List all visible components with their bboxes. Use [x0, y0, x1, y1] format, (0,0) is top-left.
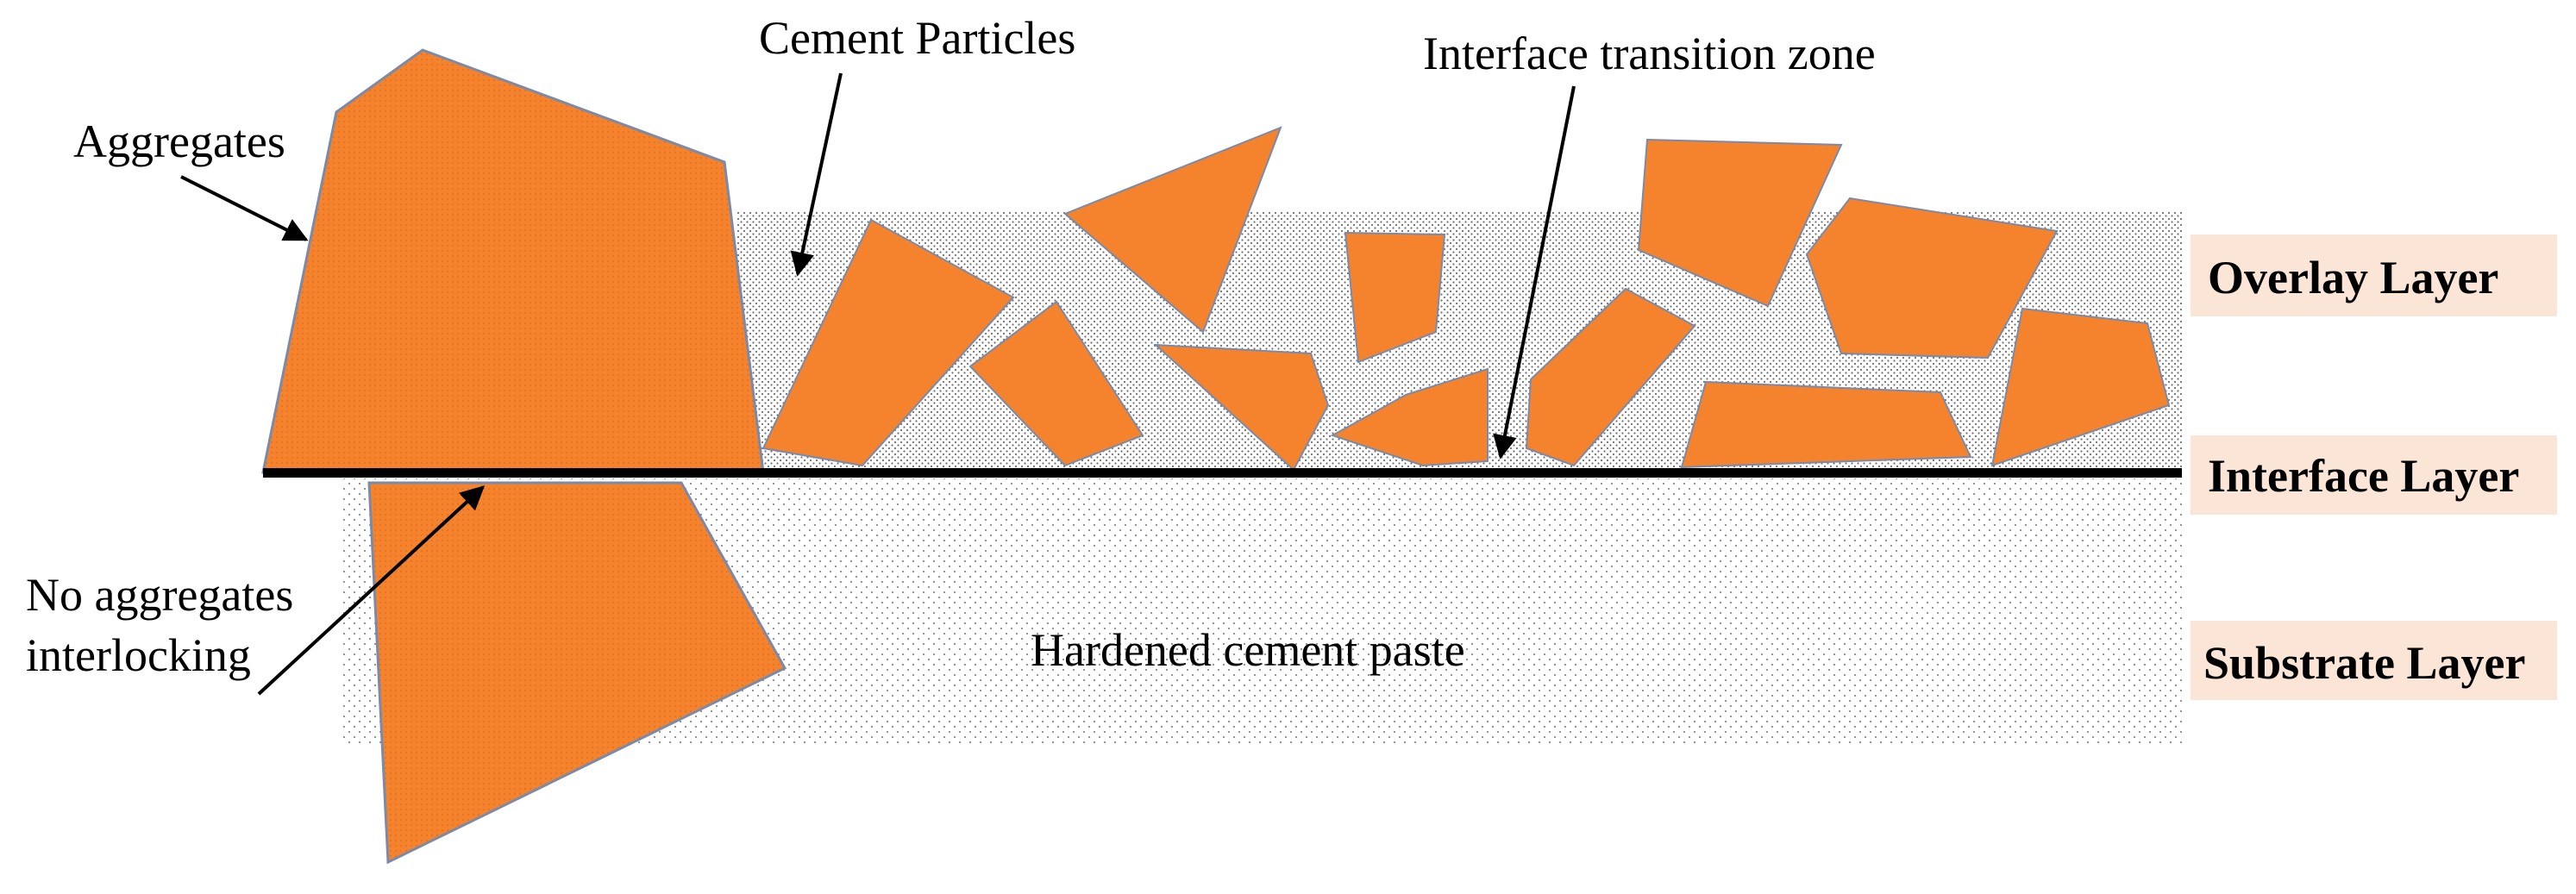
substrate-label-bg — [2191, 621, 2557, 700]
aggregate — [1330, 367, 1489, 467]
cement-particles-label: Cement Particles — [759, 12, 1075, 64]
aggregate — [968, 300, 1144, 467]
overlay-layer-label: Overlay Layer — [2208, 252, 2498, 303]
interface-layer-label: Interface Layer — [2208, 450, 2519, 502]
hardened-paste-label: Hardened cement paste — [1031, 624, 1465, 676]
large-aggregate-substrate — [367, 481, 787, 865]
aggregates-arrow — [180, 175, 309, 241]
aggregate — [1805, 197, 2059, 359]
aggregate — [1680, 380, 1972, 469]
no-interlock-label-line1: No aggregates — [26, 569, 293, 621]
overlay-label-bg — [2191, 234, 2557, 316]
aggregate — [1344, 231, 1446, 364]
aggregate — [762, 218, 1015, 467]
aggregate — [1063, 126, 1282, 334]
no-interlock-label-line2: interlocking — [26, 629, 251, 681]
interface-line — [263, 468, 2182, 478]
interface-zone-arrow — [1493, 85, 1576, 460]
large-aggregate-overlay — [261, 48, 765, 474]
substrate-layer-label: Substrate Layer — [2203, 637, 2525, 689]
overlay-aggregates — [762, 126, 2171, 472]
aggregate — [1525, 287, 1696, 467]
cement-particles-arrow — [790, 72, 843, 277]
interface-zone-label: Interface transition zone — [1423, 28, 1876, 79]
no-interlock-arrow — [257, 485, 486, 696]
aggregates-label: Aggregates — [73, 116, 285, 167]
interface-label-bg — [2191, 435, 2557, 515]
aggregate — [1990, 307, 2171, 467]
aggregate — [1637, 138, 1843, 308]
aggregate — [1153, 343, 1330, 472]
